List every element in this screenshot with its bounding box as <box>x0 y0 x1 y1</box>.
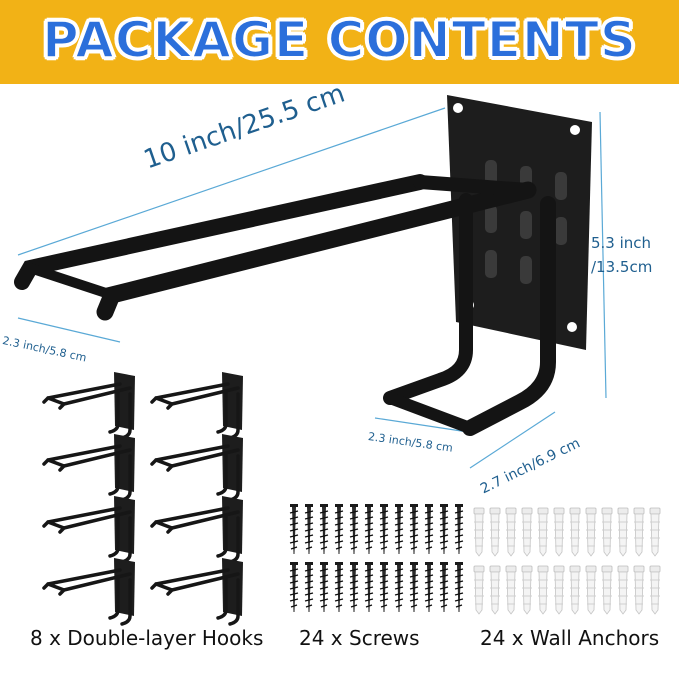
small-hook-2 <box>150 370 245 440</box>
height-label-line1: 5.3 inch <box>591 234 652 252</box>
small-hook-1 <box>42 370 137 440</box>
small-hook-3 <box>42 432 137 502</box>
small-hook-6 <box>150 494 245 564</box>
length-arrow <box>17 107 446 256</box>
width-left-arrow <box>17 317 121 343</box>
anchors-caption: 24 x Wall Anchors <box>480 626 660 650</box>
height-label-line2: /13.5cm <box>591 258 653 276</box>
small-hook-7 <box>42 556 137 626</box>
anchor-set <box>473 507 661 615</box>
screws-caption: 24 x Screws <box>299 626 420 650</box>
width-right-arrow <box>374 417 469 433</box>
banner-title: PACKAGE CONTENTS <box>41 10 637 70</box>
main-hook <box>14 95 592 436</box>
screw-set <box>289 503 464 613</box>
small-hook-4 <box>150 432 245 502</box>
small-hook-5 <box>42 494 137 564</box>
hooks-caption: 8 x Double-layer Hooks <box>30 626 264 650</box>
title-banner: PACKAGE CONTENTS <box>0 0 679 84</box>
small-hook-8 <box>150 556 245 626</box>
dimension-arrows <box>17 107 607 469</box>
depth-arrow <box>469 411 556 469</box>
height-arrow <box>599 111 607 399</box>
hook-set <box>42 370 245 626</box>
